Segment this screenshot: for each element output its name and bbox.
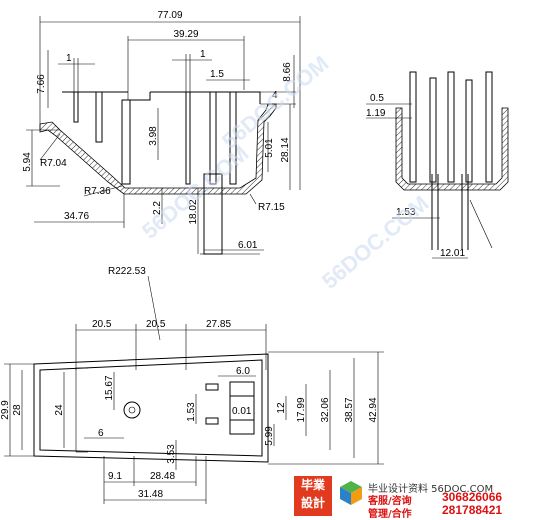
dim-12: 12 [276, 402, 287, 414]
side-section-view: 0.5 1.19 1.53 12.01 [366, 71, 509, 259]
footer-site: 毕业设计资料 56DOC.COM [368, 484, 494, 495]
dim-8-66: 8.66 [282, 62, 293, 82]
radius-7-15: R7.15 [258, 202, 285, 213]
dim-28-14: 28.14 [280, 137, 291, 162]
radius-7-36: R7.36 [84, 186, 111, 197]
dim-17-99: 17.99 [296, 397, 307, 422]
footer-admin-label: 管理/合作 [368, 509, 412, 520]
dim-77-09: 77.09 [157, 10, 182, 21]
watermark: 56DOC.COM 56DOC.COM 56DOC.COM [137, 51, 433, 294]
dim-27-85: 27.85 [206, 319, 231, 330]
dim-0-01: 0.01 [232, 406, 252, 417]
footer-service-label: 客服/咨询 [368, 496, 412, 507]
footer-admin-number: 281788421 [442, 503, 503, 517]
svg-text:56DOC.COM: 56DOC.COM [217, 51, 333, 154]
dim-5-94: 5.94 [22, 152, 33, 172]
dim-1-53-top: 1.53 [186, 402, 197, 422]
top-view: R222.53 20.5 20.5 27.85 29.9 28 24 [0, 266, 384, 504]
dim-24: 24 [54, 404, 65, 416]
svg-text:56DOC.COM: 56DOC.COM [317, 191, 433, 294]
dim-12-01: 12.01 [440, 248, 465, 259]
dim-20-5-b: 20.5 [146, 319, 166, 330]
dim-3-98: 3.98 [148, 126, 159, 146]
brand-logo: 毕業 設計 [294, 476, 332, 516]
dim-18-02: 18.02 [188, 199, 199, 224]
dim-32-06: 32.06 [320, 397, 331, 422]
radius-222-53: R222.53 [108, 266, 146, 277]
dim-42-94: 42.94 [368, 397, 379, 422]
dim-39-29: 39.29 [173, 29, 198, 40]
radius-7-04: R7.04 [40, 158, 67, 169]
dim-1-mid: 1 [200, 49, 206, 60]
dim-38-57: 38.57 [344, 397, 355, 422]
dim-6: 6 [98, 428, 104, 439]
dim-2-2: 2.2 [152, 201, 163, 215]
dim-28: 28 [12, 404, 23, 416]
dim-31-48: 31.48 [138, 489, 163, 500]
dim-28-48: 28.48 [150, 471, 175, 482]
dim-0-5: 0.5 [370, 93, 384, 104]
dim-9-1: 9.1 [108, 471, 122, 482]
dim-7-66: 7.66 [36, 74, 47, 94]
dim-1-53-side: 1.53 [396, 207, 416, 218]
dim-1-19: 1.19 [366, 108, 386, 119]
front-section-view: 77.09 39.29 1 1 1.5 7.66 8.66 4 28.14 [22, 10, 301, 255]
dim-4: 4 [272, 90, 278, 101]
dim-34-76: 34.76 [64, 211, 89, 222]
dim-5-01: 5.01 [264, 138, 275, 158]
dim-6-01: 6.01 [238, 240, 258, 251]
dim-3-53: 3.53 [166, 444, 177, 464]
footer-service-number: 306826066 [442, 490, 503, 504]
cube-icon [340, 481, 362, 505]
dim-5-99: 5.99 [264, 426, 275, 446]
dim-1-left: 1 [66, 53, 72, 64]
dim-15-67: 15.67 [104, 375, 115, 400]
dim-1-5: 1.5 [210, 69, 224, 80]
dim-6-0: 6.0 [236, 366, 250, 377]
dim-29-9: 29.9 [0, 400, 11, 420]
dim-20-5-a: 20.5 [92, 319, 112, 330]
